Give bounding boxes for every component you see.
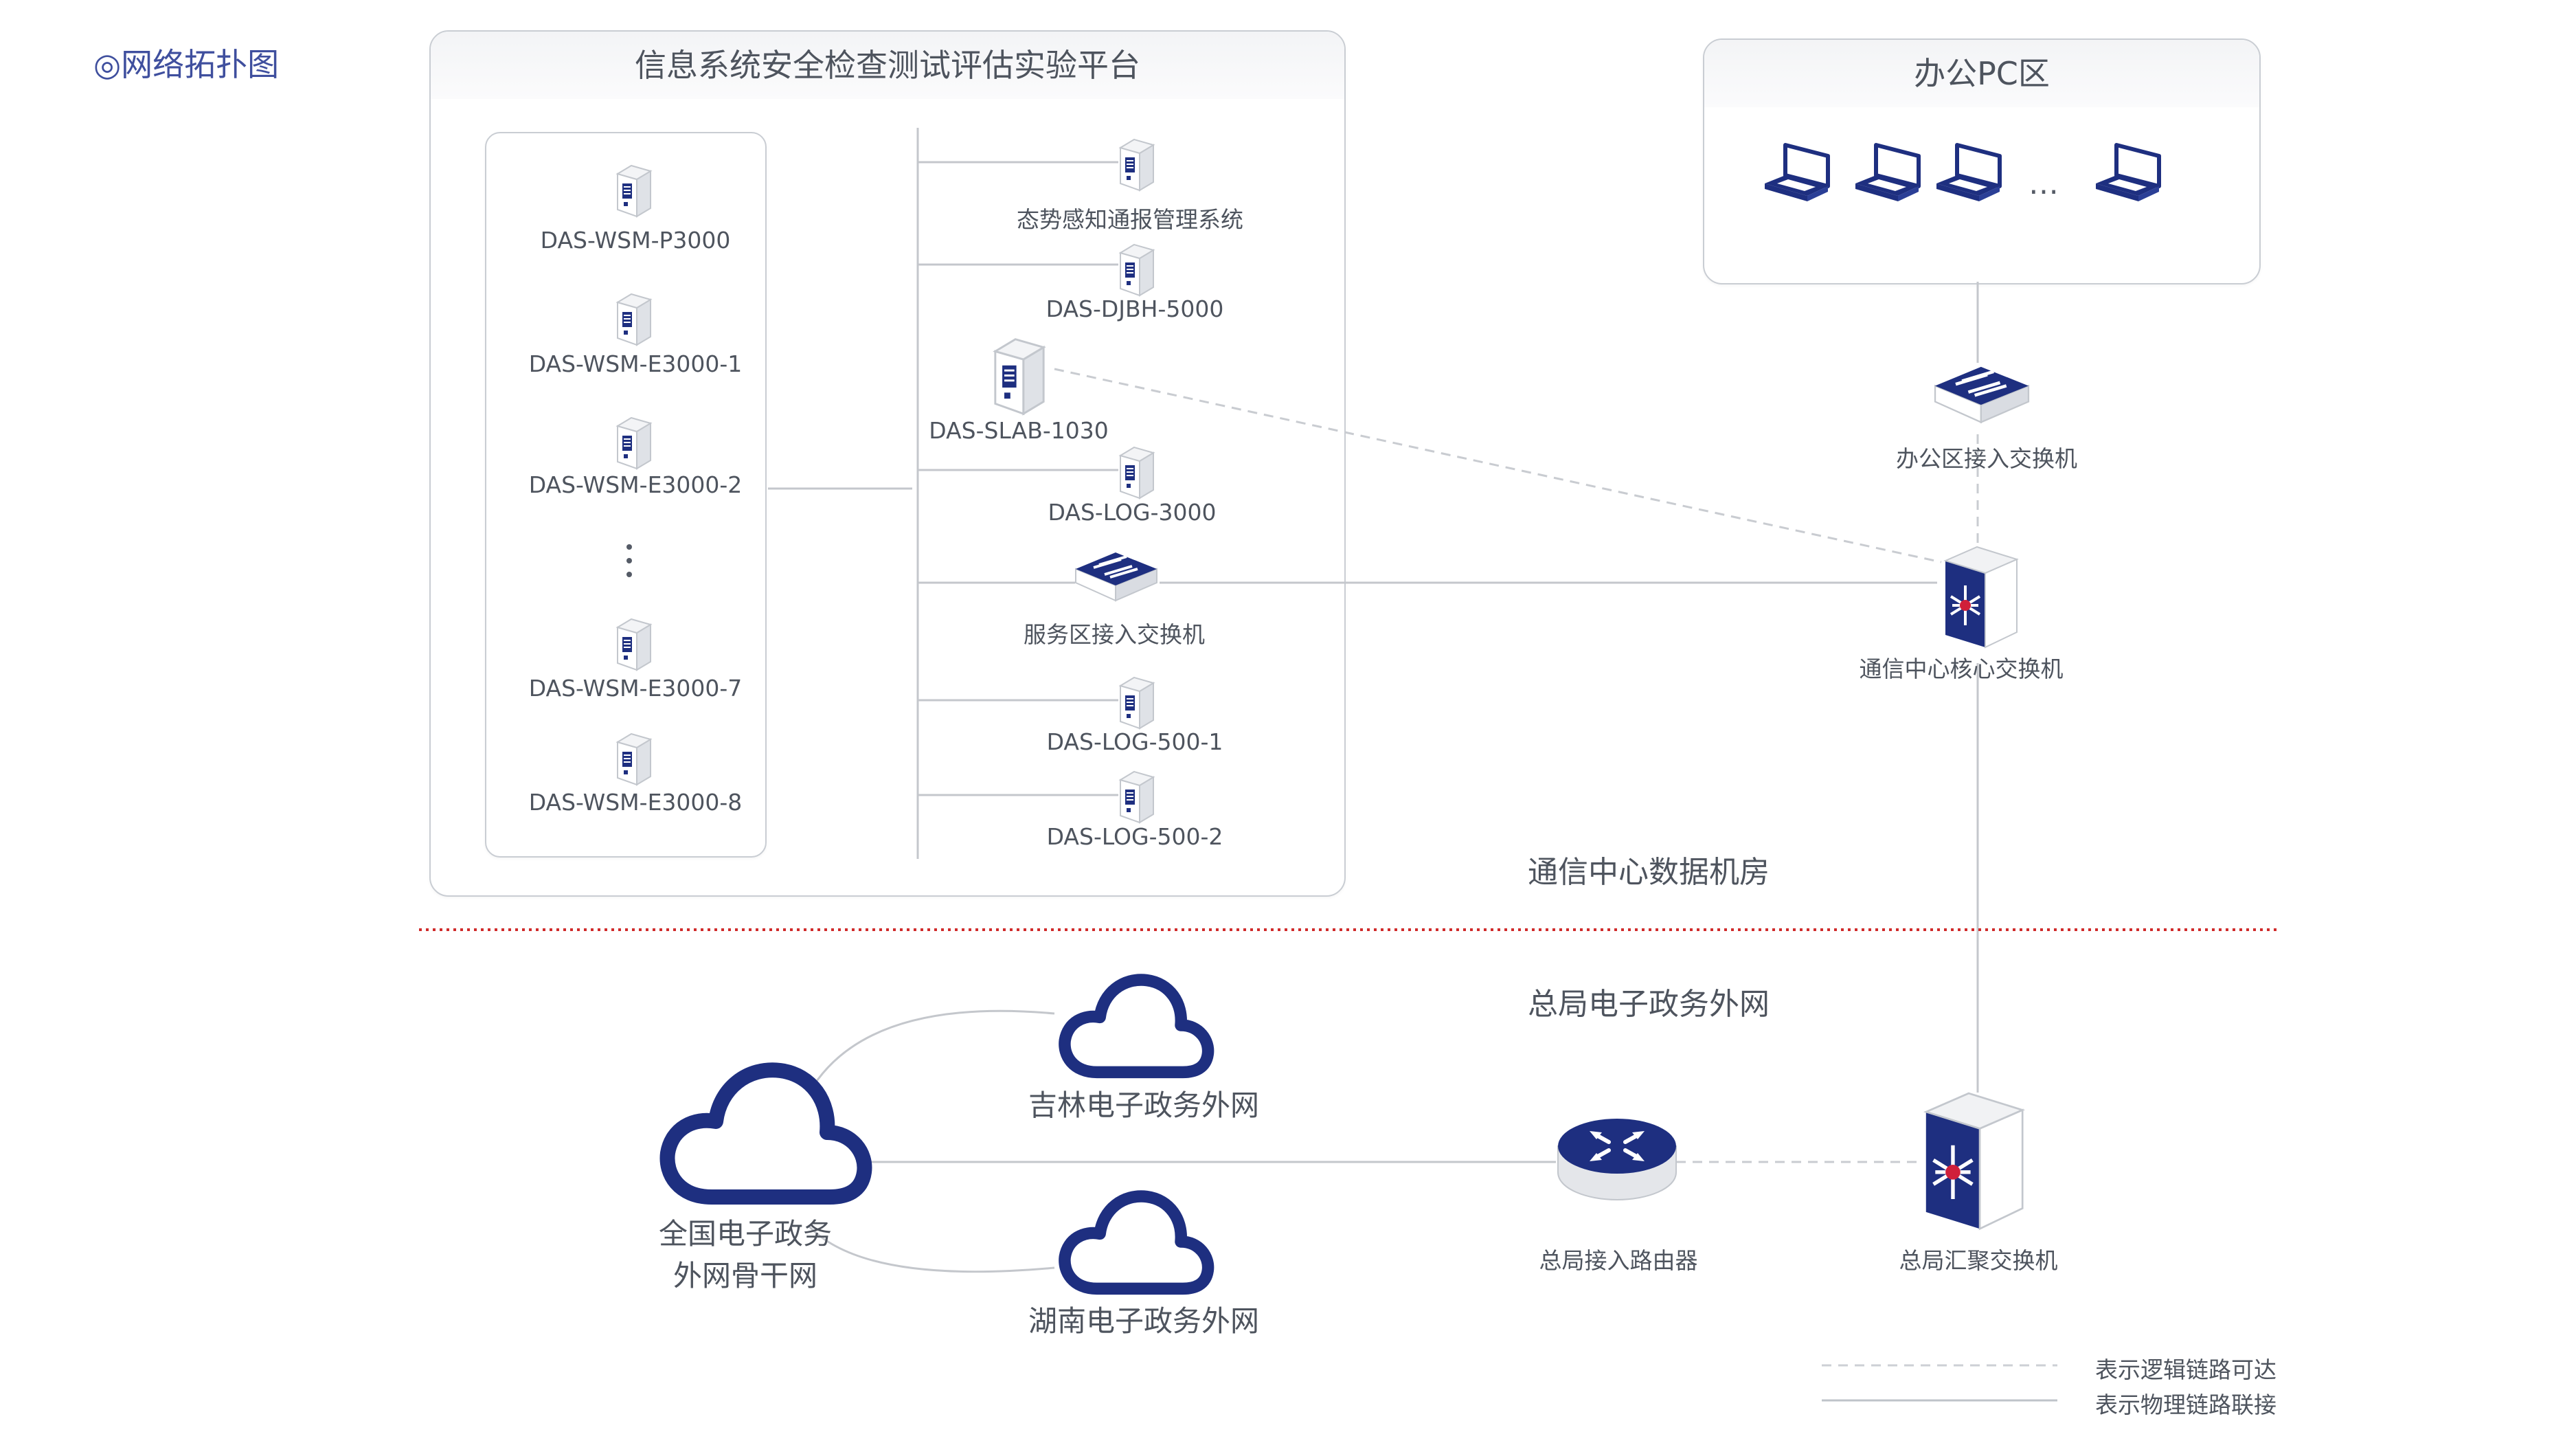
server-icon: [615, 618, 653, 671]
aggregation-switch-label: 总局汇聚交换机: [1899, 1247, 2058, 1274]
situation-system-label: 态势感知通报管理系统: [1017, 206, 1243, 233]
backbone-to-hunan-line: [808, 1225, 1055, 1273]
server-icon: [615, 293, 653, 346]
legend-physical-label: 表示物理链路联接: [2095, 1391, 2276, 1418]
hunan-cloud-icon: [1059, 1190, 1214, 1295]
aggregation-switch-icon: [1923, 1092, 2026, 1231]
server-icon: [1118, 446, 1155, 500]
office-box-header: [1704, 40, 2259, 107]
djbh-label: DAS-DJBH-5000: [1046, 295, 1224, 322]
vertical-ellipsis-icon: [626, 544, 632, 577]
log3000-label: DAS-LOG-3000: [1048, 499, 1217, 526]
server-label: DAS-WSM-E3000-8: [528, 789, 743, 816]
page-heading: ◎网络拓扑图: [93, 46, 280, 83]
server-label: DAS-WSM-P3000: [540, 227, 731, 254]
core-switch-icon: [1943, 546, 2019, 649]
laptop-icon: [2096, 143, 2161, 201]
backbone-to-jilin-line: [808, 1009, 1055, 1093]
server-icon: [615, 732, 653, 786]
laptop-ellipsis: …: [2029, 166, 2059, 201]
laptop-icon: [1936, 143, 2002, 201]
laptop-icon: [1855, 143, 1921, 201]
server-icon: [1118, 243, 1155, 297]
data-center-zone-label: 通信中心数据机房: [1528, 855, 1770, 890]
server-icon: [615, 164, 653, 218]
slab-to-core-dashed-line: [1054, 368, 1942, 563]
server-label: DAS-WSM-E3000-1: [528, 350, 743, 377]
router-icon: [1557, 1119, 1677, 1201]
legend-logical-label: 表示逻辑链路可达: [2095, 1356, 2276, 1383]
router-label: 总局接入路由器: [1539, 1247, 1698, 1274]
jilin-cloud-label: 吉林电子政务外网: [1028, 1088, 1260, 1122]
slab-label: DAS-SLAB-1030: [929, 417, 1109, 444]
core-switch-label: 通信中心核心交换机: [1859, 656, 2064, 682]
jilin-cloud-icon: [1059, 974, 1214, 1079]
backbone-cloud-label-line2: 外网骨干网: [673, 1259, 818, 1293]
office-switch-label: 办公区接入交换机: [1896, 445, 2077, 472]
log500-1-label: DAS-LOG-500-1: [1046, 728, 1223, 755]
office-title: 办公PC区: [1914, 55, 2050, 92]
office-pc-box: 办公PC区: [1703, 38, 2261, 284]
backbone-cloud-label-line1: 全国电子政务: [658, 1217, 833, 1251]
platform-box-header: [431, 32, 1344, 99]
server-icon: [1118, 770, 1155, 824]
server-label: DAS-WSM-E3000-7: [528, 675, 743, 702]
switch-icon: [1075, 552, 1157, 602]
service-switch-label: 服务区接入交换机: [1024, 621, 1205, 648]
backbone-cloud-icon: [659, 1062, 872, 1205]
server-icon: [993, 338, 1046, 416]
server-icon: [1118, 138, 1155, 192]
laptop-icon: [1765, 143, 1830, 201]
log500-2-label: DAS-LOG-500-2: [1046, 823, 1223, 850]
extranet-zone-label: 总局电子政务外网: [1528, 987, 1770, 1022]
server-label: DAS-WSM-E3000-2: [528, 471, 743, 498]
server-icon: [615, 416, 653, 470]
switch-icon: [1934, 366, 2030, 424]
server-icon: [1118, 676, 1155, 730]
hunan-cloud-label: 湖南电子政务外网: [1028, 1304, 1260, 1338]
platform-title: 信息系统安全检查测试评估实验平台: [635, 47, 1140, 84]
